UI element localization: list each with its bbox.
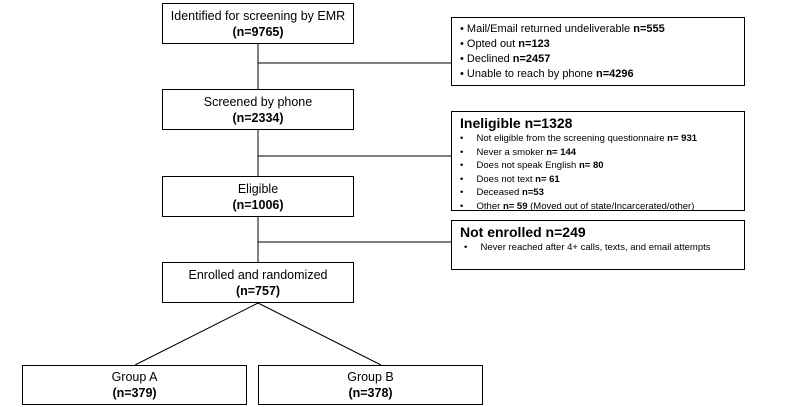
ineligible-item-deceased: • Deceased n=53	[460, 187, 544, 198]
identified-box: Identified for screening by EMR (n=9765)	[162, 3, 354, 44]
screened-count: (n=2334)	[232, 111, 284, 125]
eligible-title: Eligible	[237, 182, 279, 196]
exclusion-item-declined: • Declined n=2457	[460, 53, 551, 65]
eligible-count: (n=1006)	[232, 198, 284, 212]
eligible-box: Eligible (n=1006)	[162, 176, 354, 217]
ineligible-list: • Not eligible from the screening questi…	[460, 132, 740, 213]
exclusion-item-undeliverable: • Mail/Email returned undeliverable n=55…	[460, 23, 665, 35]
not-enrolled-item-never-reached: • Never reached after 4+ calls, texts, a…	[464, 242, 711, 253]
enrolled-count: (n=757)	[235, 284, 281, 298]
group-a-title: Group A	[111, 370, 158, 384]
ineligible-item-questionnaire: • Not eligible from the screening questi…	[460, 133, 698, 144]
group-a-box: Group A (n=379)	[22, 365, 247, 405]
exclusion-item-unreachable: • Unable to reach by phone n=4296	[460, 68, 634, 80]
not-enrolled-box: Not enrolled n=249 • Never reached after…	[451, 220, 745, 270]
group-b-count: (n=378)	[348, 386, 393, 400]
ineligible-item-no-text: • Does not text n= 61	[460, 173, 560, 185]
group-b-box: Group B (n=378)	[258, 365, 483, 405]
enrolled-box: Enrolled and randomized (n=757)	[162, 262, 354, 303]
ineligible-box: Ineligible n=1328 • Not eligible from th…	[451, 111, 745, 213]
ineligible-item-no-english: • Does not speak English n= 80	[460, 160, 604, 171]
screened-title: Screened by phone	[203, 95, 313, 109]
not-enrolled-list: • Never reached after 4+ calls, texts, a…	[460, 241, 740, 255]
initial-exclusions-box: • Mail/Email returned undeliverable n=55…	[451, 17, 745, 86]
group-b-title: Group B	[347, 370, 394, 384]
identified-title: Identified for screening by EMR	[170, 9, 346, 23]
identified-count: (n=9765)	[232, 25, 284, 39]
ineligible-header: Ineligible n=1328	[460, 115, 573, 131]
ineligible-item-other: • Other n= 59 (Moved out of state/Incarc…	[460, 200, 695, 212]
exclusion-item-opted-out: • Opted out n=123	[460, 38, 550, 50]
not-enrolled-header: Not enrolled n=249	[460, 224, 586, 240]
initial-exclusions-list: • Mail/Email returned undeliverable n=55…	[460, 22, 740, 82]
connector-enrolled-group-b	[257, 302, 382, 366]
ineligible-item-never-smoker: • Never a smoker n= 144	[460, 146, 577, 158]
screened-box: Screened by phone (n=2334)	[162, 89, 354, 130]
enrolled-title: Enrolled and randomized	[188, 268, 328, 282]
connector-enrolled-group-a	[134, 302, 259, 366]
group-a-count: (n=379)	[112, 386, 157, 400]
